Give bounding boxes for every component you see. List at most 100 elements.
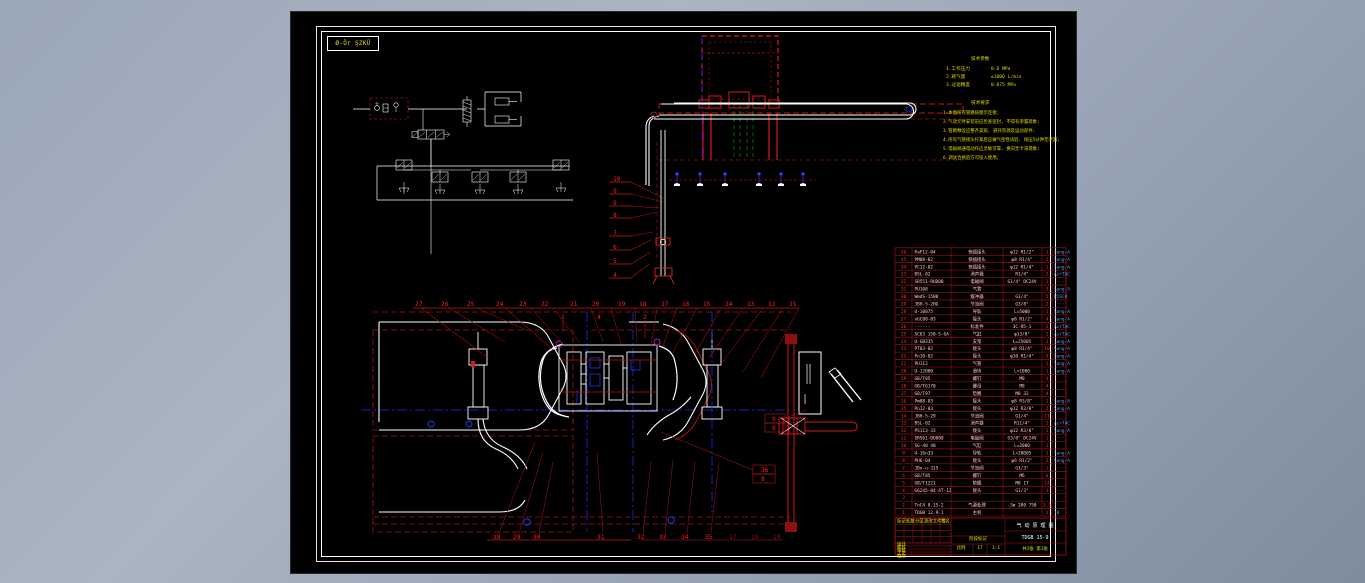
svg-text:3: 3 (902, 495, 905, 501)
svg-text:Sang-A: Sang-A (1054, 451, 1070, 457)
svg-text:标准件: 标准件 (970, 323, 984, 330)
svg-text:U-GB335: U-GB335 (915, 339, 934, 345)
drawing-canvas[interactable]: Ø-Ör ŞZKÜ (290, 11, 1077, 574)
svg-text:1: 1 (1046, 465, 1049, 471)
svg-text:20: 20 (901, 369, 907, 375)
svg-text:L=1000: L=1000 (1014, 369, 1030, 375)
svg-text:φ12 R3/8": φ12 R3/8" (1010, 406, 1034, 412)
svg-text:22: 22 (901, 354, 907, 360)
svg-text:SC63 150-S-GA: SC63 150-S-GA (915, 331, 950, 337)
svg-text:气缸: 气缸 (973, 330, 982, 337)
svg-text:U-12000: U-12000 (915, 369, 934, 375)
svg-text:接头: 接头 (973, 353, 982, 360)
svg-text:JBH-5-2HG: JBH-5-2HG (915, 302, 939, 308)
svg-text:M8 17: M8 17 (1015, 480, 1029, 486)
svg-text:Sang-A: Sang-A (1054, 406, 1070, 412)
tb-sign: 签名 (941, 518, 950, 525)
svg-text:电磁阀: 电磁阀 (970, 435, 983, 442)
main-plan-view (361, 311, 791, 533)
callout-30: 30 (533, 534, 541, 541)
svg-text:消声器: 消声器 (970, 420, 984, 427)
svg-text:G1/3": G1/3" (1015, 465, 1028, 471)
svg-text:φ8 R1/4": φ8 R1/4" (1011, 346, 1032, 352)
svg-text:16: 16 (901, 398, 907, 404)
callout-20: 20 (592, 301, 600, 308)
notes-params-title: 技术参数 (971, 55, 990, 62)
svg-text:GB/T85: GB/T85 (915, 376, 931, 382)
svg-text:U-16n33: U-16n33 (915, 451, 934, 457)
callout-18: 18 (639, 301, 647, 308)
svg-text:····: ···· (1054, 466, 1065, 471)
svg-text:31: 31 (901, 287, 907, 293)
svg-text:-3ø 200 750: -3ø 200 750 (1007, 503, 1036, 509)
callout-26: 26 (441, 301, 449, 308)
callout-dim-19: 19 (773, 534, 781, 541)
callout-14: 14 (725, 301, 733, 308)
svg-text:2: 2 (1046, 272, 1049, 278)
svg-text:缓冲器: 缓冲器 (970, 293, 984, 300)
callout-extra-4: 4 (597, 314, 601, 321)
svg-text:······: ······ (915, 325, 931, 330)
svg-text:1: 1 (1046, 339, 1049, 345)
tb-stage: 阶段标记 (969, 535, 987, 542)
svg-text:φ13/8": φ13/8" (1014, 331, 1030, 337)
tb-role-3: 工艺 (897, 551, 906, 557)
note-line-4: 5.电磁阀通电动作应灵敏可靠, 换向无卡滞现象; (943, 145, 1040, 152)
callout-right-8: 8 (772, 425, 776, 432)
svg-text:GB/T85: GB/T85 (915, 473, 931, 479)
svg-text:气源处理: 气源处理 (968, 502, 986, 509)
svg-text:Sang-A: Sang-A (1054, 428, 1070, 434)
svg-text:5: 5 (1046, 294, 1049, 300)
sheet-tag-label: Ø-Ör ŞZKÜ (335, 40, 371, 47)
svg-text:2: 2 (902, 503, 905, 509)
callout-row-top: 27 26 25 24 23 22 21 20 19 18 17 16 15 1… (413, 301, 800, 379)
svg-text:10: 10 (1054, 510, 1060, 516)
tb-company: 气 动 原 理 图 (1016, 522, 1053, 529)
callout-right-9: 9 (772, 416, 776, 423)
svg-text:1: 1 (1046, 443, 1049, 449)
svg-text:接头: 接头 (973, 315, 982, 322)
svg-text:1: 1 (1046, 488, 1049, 494)
svg-text:6: 6 (902, 473, 905, 479)
svg-text:SR551-RUD00: SR551-RUD00 (915, 279, 944, 285)
tb-cell-1: 1:1 (992, 545, 1000, 551)
svg-text:G1/3": G1/3" (1015, 488, 1028, 494)
svg-text:R1/4": R1/4" (1015, 272, 1028, 278)
tb-scale-label: 比例 (957, 544, 966, 551)
svg-text:11: 11 (1044, 413, 1050, 419)
svg-text:PU6-04: PU6-04 (915, 458, 931, 464)
svg-text:Sang-A: Sang-A (1054, 361, 1070, 367)
svg-text:2: 2 (1046, 458, 1049, 464)
callout-7: 7 (613, 230, 617, 237)
svg-text:L=2000: L=2000 (1014, 443, 1030, 449)
svg-text:GB/T1221: GB/T1221 (915, 480, 937, 486)
svg-text:快插接头: 快插接头 (968, 263, 986, 270)
svg-text:8: 8 (902, 458, 905, 464)
callout-6: 6 (613, 244, 617, 251)
svg-text:φ8 R1/2": φ8 R1/2" (1011, 316, 1032, 322)
svg-text:32: 32 (901, 279, 907, 285)
tb-file: 更改文件号 (924, 518, 947, 525)
svg-text:接头: 接头 (973, 397, 982, 404)
svg-text:JBn-u-315: JBn-u-315 (915, 465, 939, 471)
callout-19: 19 (618, 301, 626, 308)
svg-text:节流阀: 节流阀 (970, 301, 983, 308)
conveyor-section-view (645, 35, 964, 187)
callout-32: 32 (637, 534, 645, 541)
callout-12: 12 (768, 301, 776, 308)
callout-extra-2: 2 (643, 314, 647, 321)
svg-text:Pm08-03: Pm08-03 (915, 398, 934, 404)
svg-text:节流阀: 节流阀 (970, 464, 983, 471)
svg-text:支架: 支架 (973, 338, 982, 345)
callout-right-36: 36 (761, 467, 769, 474)
svg-text:BSL-02: BSL-02 (915, 272, 931, 278)
svg-text:G3/8": G3/8" (1015, 302, 1028, 308)
callout-33: 33 (659, 534, 667, 541)
tb-drawing-number: TDGB 15-9 (1021, 535, 1048, 541)
svg-text:Sang-A: Sang-A (1054, 316, 1070, 322)
svg-text:φ12 R1/4": φ12 R1/4" (1010, 264, 1034, 270)
svg-text:M8 32: M8 32 (1015, 391, 1029, 397)
svg-text:M8: M8 (1019, 383, 1025, 389)
